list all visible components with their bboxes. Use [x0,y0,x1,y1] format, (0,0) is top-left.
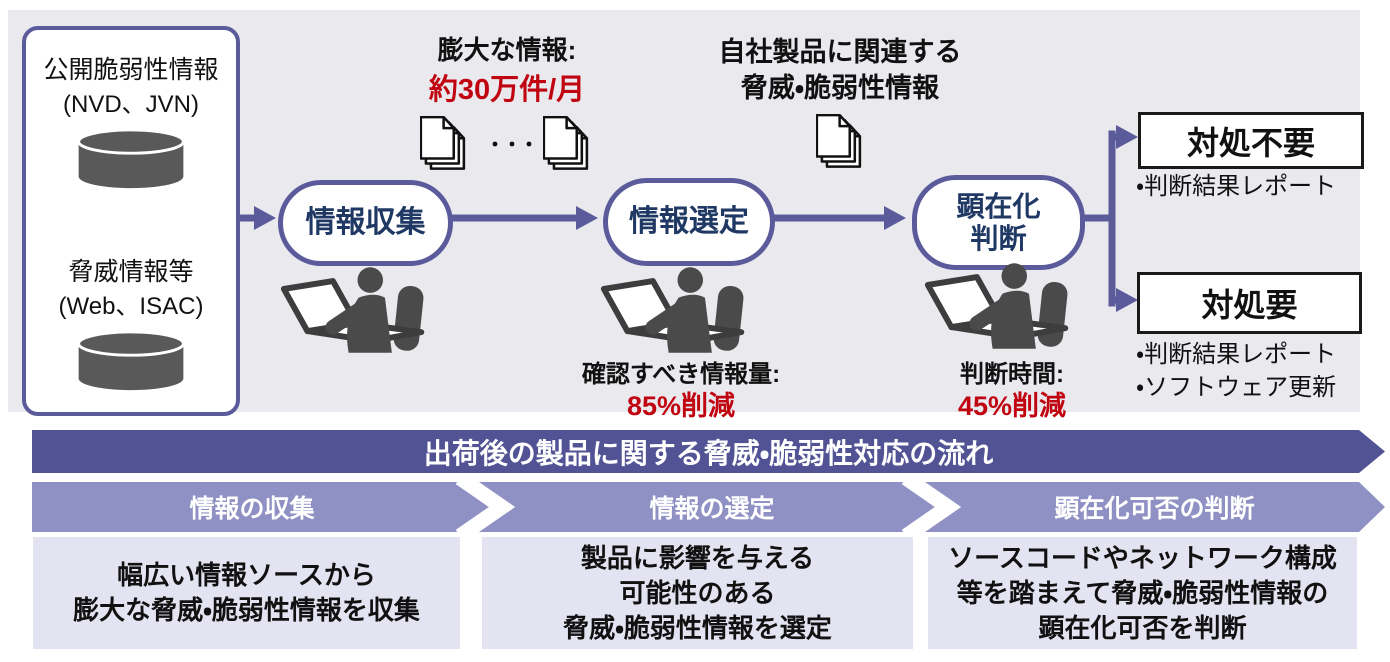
description-line: 脅威・脆弱性情報を選定 [563,612,832,643]
description-line: 等を踏まえて脅威・脆弱性情報の [956,577,1329,608]
outcome-no-action-box: 対処不要 [1138,112,1364,169]
judgement-time-label: 判断時間: [960,361,1064,388]
outcome-action-required-box: 対処要 [1137,272,1362,334]
volume-value: 約30万件/月 [428,74,586,106]
chevron-separators [32,482,1385,532]
bullet-item: ・判断結果レポート [1136,173,1337,200]
outcome-label: 対処不要 [1186,124,1315,161]
outcome-no-action-bullets: ・判断結果レポート [1136,170,1336,203]
stage-information-collection: 情報収集 [278,180,453,266]
stage-label: 情報選定 [629,205,749,239]
step-information-collection: 情報の収集 [189,495,315,523]
description-information-collection: 幅広い情報ソースから 膨大な脅威・脆弱性情報を収集 [33,537,460,649]
description-line: 可能性のある [619,577,776,608]
step-manifestation-judgement: 顕在化可否の判断 [1054,495,1255,523]
document-stack-icon [419,115,474,184]
related-info-line: 自社製品に関連する [718,37,962,67]
description-line: ソースコードやネットワーク構成 [948,542,1337,573]
process-title: 出荷後の製品に関する脅威・脆弱性対応の流れ [423,437,994,469]
process-step-band: 情報の収集 情報の選定 顕在化可否の判断 [32,482,1385,532]
document-stack-icon [815,113,870,182]
related-info-label: 自社製品に関連する 脅威・脆弱性情報 [680,34,1000,106]
information-sources-box: 公開脆弱性情報 (NVD、JVN) 脅威情報等 (Web、ISAC) [22,26,240,416]
bullet-item: ・ソフトウェア更新 [1136,374,1337,401]
source-subtitle: (NVD、JVN) [63,91,199,118]
source-title: 脅威情報等 [68,258,194,286]
stage-manifestation-judgement: 顕在化 判断 [912,175,1085,270]
database-cylinder-icon [72,128,190,197]
description-line: 膨大な脅威・脆弱性情報を収集 [73,595,420,625]
source-title: 公開脆弱性情報 [43,56,219,84]
database-cylinder-icon [72,330,190,399]
person-at-laptop-icon [920,260,1082,359]
judgement-time-value: 45%削減 [957,391,1067,421]
review-volume-value: 85%削減 [626,391,736,421]
person-at-laptop-icon [596,264,758,363]
volume-label: 膨大な情報: [437,35,577,65]
document-stack-icon [542,115,597,184]
step-information-selection: 情報の選定 [649,495,775,523]
description-line: 幅広い情報ソースから [117,560,376,590]
description-line: 製品に影響を与える [580,542,815,573]
bullet-item: ・判断結果レポート [1136,341,1337,368]
process-title-banner: 出荷後の製品に関する脅威・脆弱性対応の流れ [32,430,1385,473]
stage-label: 情報収集 [305,206,426,240]
ellipsis-dots: ・・・ [485,135,538,156]
stage-label: 顕在化 [956,191,1041,223]
description-manifestation-judgement: ソースコードやネットワーク構成 等を踏まえて脅威・脆弱性情報の 顕在化可否を判断 [928,537,1357,649]
description-line: 顕在化可否を判断 [1038,612,1247,643]
outcome-label: 対処要 [1201,287,1298,323]
review-volume-label: 確認すべき情報量: [581,361,781,388]
description-information-selection: 製品に影響を与える 可能性のある 脅威・脆弱性情報を選定 [482,537,913,649]
stage-information-selection: 情報選定 [603,178,775,266]
stage-label: 判断 [970,222,1027,254]
person-at-laptop-icon [276,264,438,363]
source-subtitle: (Web、ISAC) [58,293,204,320]
related-info-line: 脅威・脆弱性情報 [740,73,940,103]
outcome-action-required-bullets: ・判断結果レポート ・ソフトウェア更新 [1136,338,1336,404]
